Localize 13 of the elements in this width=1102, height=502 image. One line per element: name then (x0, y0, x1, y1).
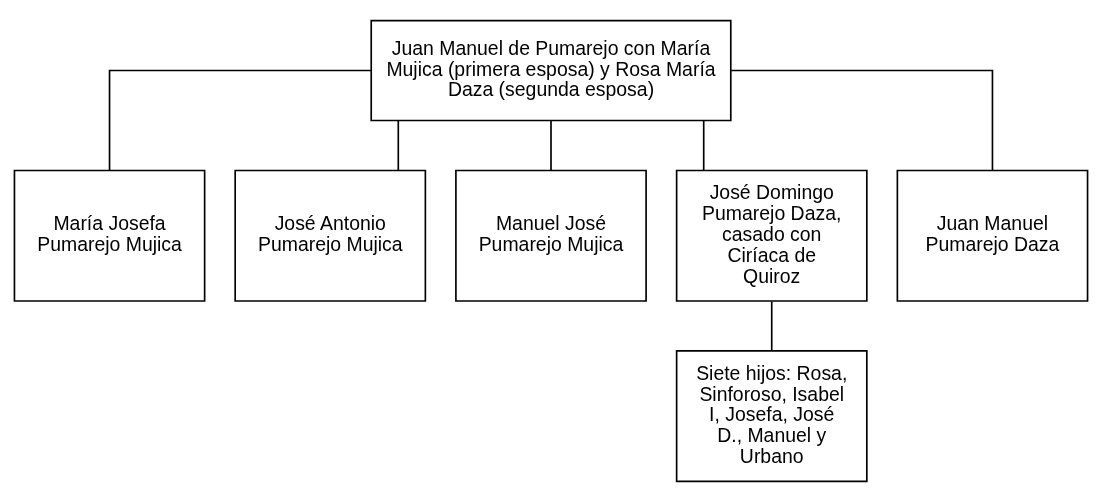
node-box: Siete hijos: Rosa, Sinforoso, Isabel I, Josefa, José D., Manuel y Urbano (675, 350, 868, 483)
connector (770, 300, 773, 352)
connector (730, 69, 994, 172)
node-box: Juan Manuel de Pumarejo con María Mujica (primera esposa) y Rosa María Daza (segunda esposa) (370, 19, 732, 122)
node-box: Juan Manuel Pumarejo Daza (896, 169, 1089, 302)
node-box: José Domingo Pumarejo Daza, casado con Ciríaca de Quiroz (675, 169, 868, 302)
node-box: José Antonio Pumarejo Mujica (234, 169, 427, 302)
connector (702, 119, 705, 171)
connector (397, 119, 400, 171)
connector (550, 119, 552, 171)
connector (108, 69, 372, 172)
node-box: Manuel José Pumarejo Mujica (455, 169, 647, 302)
node-box: María Josefa Pumarejo Mujica (13, 169, 206, 302)
